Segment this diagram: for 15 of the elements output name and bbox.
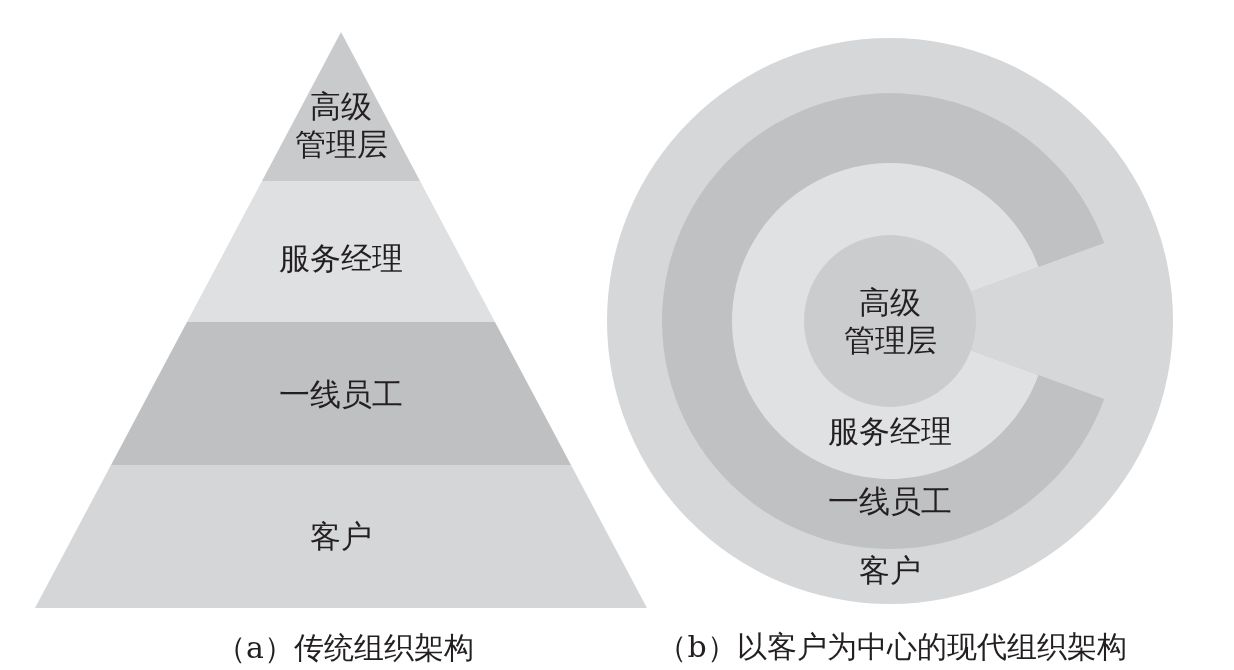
figure-caption: （b）以客户为中心的现代组织架构 [657, 628, 1127, 666]
tier-label: 高级管理层 [293, 87, 389, 163]
ring-label: 一线员工 [828, 482, 952, 520]
pyramid-top-tier [262, 32, 420, 181]
circle-label: 高级管理层 [842, 283, 938, 359]
pyramid-tier [111, 322, 571, 465]
pyramid-tier [187, 181, 495, 322]
tier-label: 服务经理 [279, 239, 403, 277]
tier-label: 一线员工 [279, 375, 403, 413]
ring-label: 服务经理 [828, 412, 952, 450]
ring-label: 客户 [859, 551, 921, 589]
pyramid-base-tier [35, 465, 647, 608]
tier-label: 客户 [310, 517, 372, 555]
figure-caption: （a）传统组织架构 [216, 629, 474, 667]
outer-circle [607, 38, 1173, 604]
